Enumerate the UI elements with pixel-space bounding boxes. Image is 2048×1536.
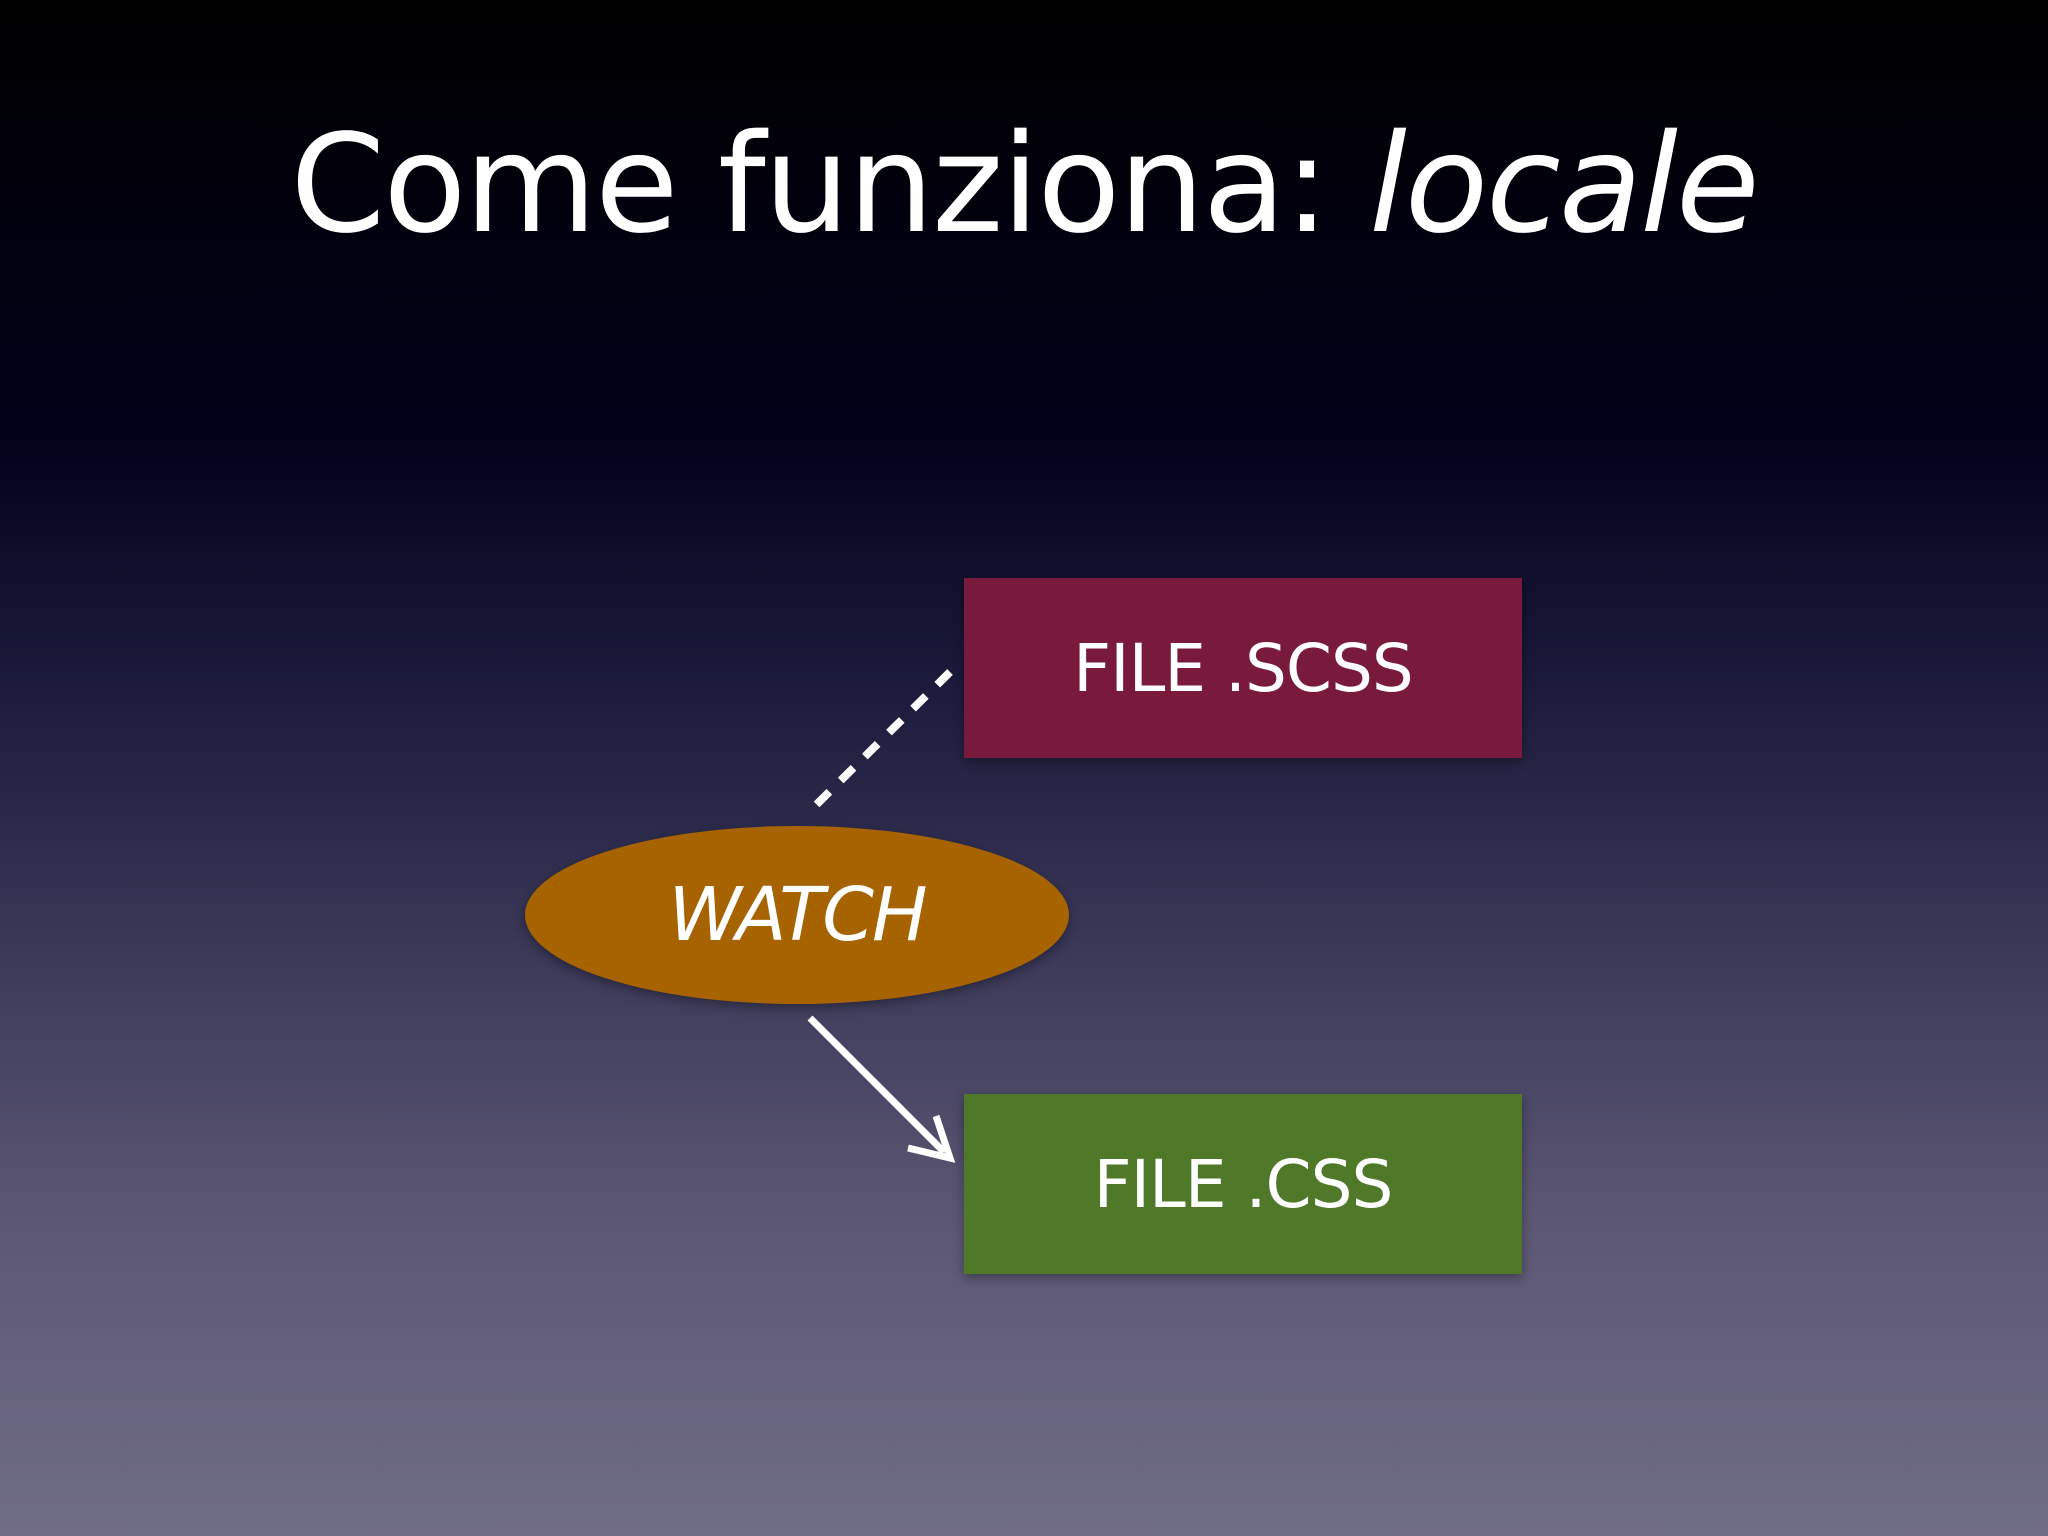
arrowhead-icon [907, 1114, 956, 1163]
watch-ellipse: WATCH [525, 826, 1069, 1004]
arrow-connector-watch-to-css [807, 1015, 947, 1155]
slide-title-main: Come funziona: [290, 106, 1370, 264]
slide-title: Come funziona: locale [0, 100, 2048, 270]
slide-title-emphasis: locale [1369, 106, 1760, 264]
css-file-box: FILE .CSS [964, 1094, 1522, 1274]
scss-file-box: FILE .SCSS [964, 578, 1522, 758]
scss-file-label: FILE .SCSS [1073, 629, 1414, 707]
watch-label: WATCH [668, 872, 927, 958]
dashed-connector-scss-to-watch [803, 669, 953, 818]
css-file-label: FILE .CSS [1093, 1145, 1394, 1223]
